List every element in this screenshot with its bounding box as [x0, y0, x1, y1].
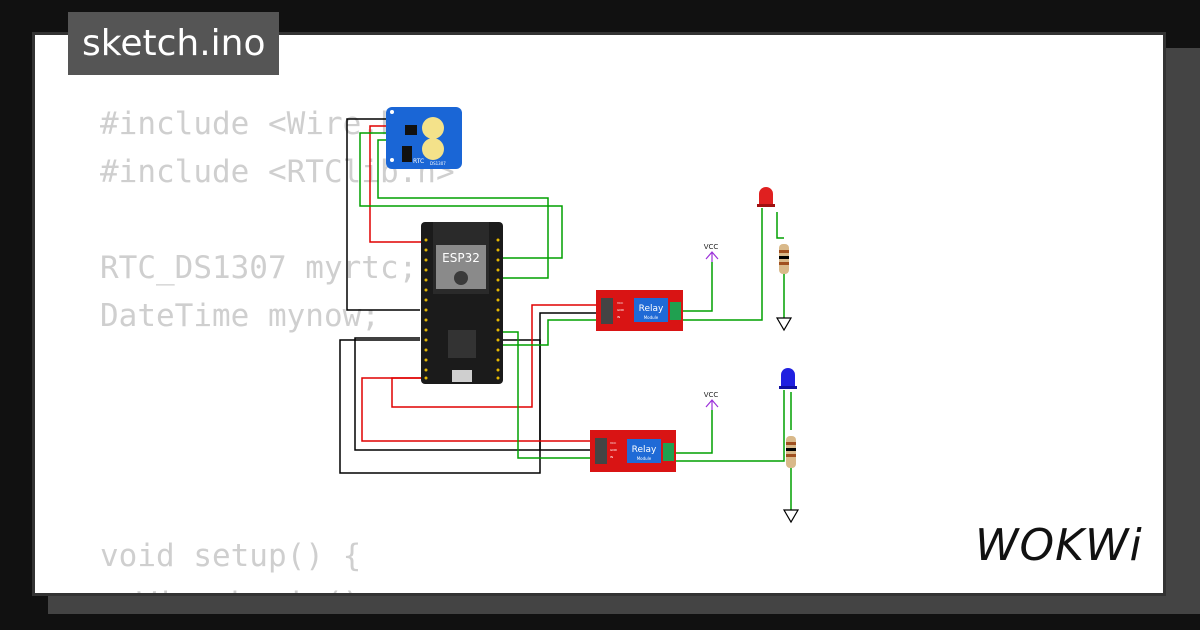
resistor-bottom — [786, 436, 796, 468]
rtc-label: RTC — [413, 158, 424, 165]
vcc-label: VCC — [704, 391, 719, 399]
code-line: void setup() { — [100, 538, 362, 574]
pin-in-label: IN — [610, 455, 613, 459]
pin-vcc-label: VCC — [617, 301, 623, 305]
code-line: RTC_DS1307 myrtc; — [100, 250, 418, 286]
relay-module-bottom[interactable]: Relay Module VCC GND IN — [590, 430, 676, 472]
wire — [776, 212, 784, 239]
esp32-label: ESP32 — [442, 251, 480, 265]
wire — [377, 139, 549, 279]
rtc-module[interactable]: RTC DS1307 — [386, 107, 462, 169]
wokwi-logo: WOKWi — [975, 520, 1143, 571]
wire — [361, 377, 590, 442]
vcc-label: VCC — [704, 243, 719, 251]
vcc-symbol-top: VCC — [704, 243, 719, 262]
resistor-top — [779, 244, 789, 274]
wire — [503, 319, 596, 346]
wires — [339, 118, 792, 510]
code-line: Wire.begin(); — [100, 584, 380, 593]
wire — [339, 339, 541, 474]
project-card[interactable]: #include <Wire.h> #include <RTClib.h> RT… — [32, 32, 1166, 596]
led-blue[interactable] — [779, 368, 797, 389]
wire — [683, 262, 713, 312]
wire — [346, 118, 420, 311]
wire — [503, 331, 590, 459]
file-tab[interactable]: sketch.ino — [68, 12, 280, 75]
ground-symbol-top — [775, 317, 793, 332]
relay-sub: Module — [637, 456, 652, 461]
relay-label: Relay — [639, 304, 664, 314]
relay-label: Relay — [632, 445, 657, 455]
wire — [539, 312, 596, 450]
wire — [359, 132, 563, 259]
relay-sub: Module — [644, 315, 659, 320]
ground-symbol-bottom — [782, 509, 800, 524]
wire — [354, 337, 590, 451]
rtc-sub: DS1307 — [430, 161, 446, 166]
pin-gnd-label: GND — [610, 448, 618, 452]
code-line: DateTime mynow; — [100, 298, 380, 334]
vcc-symbol-bottom: VCC — [704, 391, 719, 410]
relay-module-top[interactable]: Relay Module VCC GND IN — [596, 290, 683, 331]
circuit-diagram[interactable]: RTC DS1307 ESP32 — [35, 35, 1166, 596]
pin-gnd-label: GND — [617, 308, 625, 312]
led-red[interactable] — [757, 187, 775, 207]
wire — [369, 125, 421, 243]
pin-in-label: IN — [617, 315, 620, 319]
wire — [676, 410, 713, 454]
code-line: #include <RTClib.h> — [100, 154, 455, 190]
esp32-board[interactable]: ESP32 — [421, 222, 503, 384]
wire — [683, 208, 763, 321]
pin-vcc-label: VCC — [610, 441, 616, 445]
wire — [676, 390, 785, 462]
